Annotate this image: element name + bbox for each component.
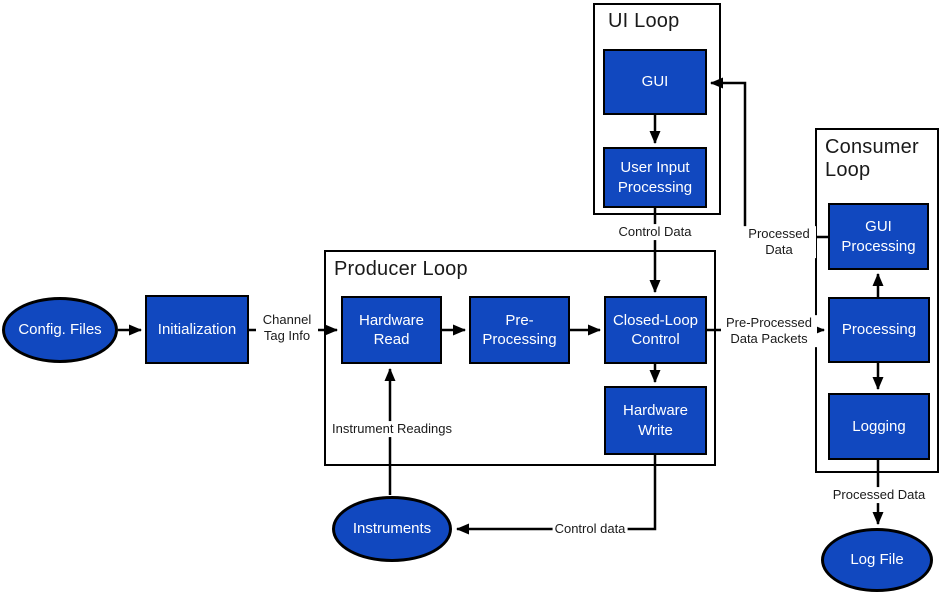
edge-label-channel-tag-info: Channel Tag Info: [256, 312, 318, 344]
producer-loop-title: Producer Loop: [334, 258, 468, 280]
node-hardware-read: Hardware Read: [341, 296, 442, 364]
node-logging: Logging: [828, 393, 930, 460]
node-hardware-write: Hardware Write: [604, 386, 707, 455]
node-gui-processing: GUI Processing: [828, 203, 929, 270]
edge-label-processed-data-lower: Processed Data: [830, 487, 928, 503]
edge-guiprocessing-to-gui: [710, 77, 828, 239]
edge-label-control-data-upper: Control Data: [616, 224, 694, 240]
node-gui: GUI: [603, 49, 707, 115]
node-user-input-processing: User Input Processing: [603, 147, 707, 208]
node-initialization: Initialization: [145, 295, 249, 364]
node-closed-loop-control: Closed-Loop Control: [604, 296, 707, 364]
node-pre-processing: Pre-Processing: [469, 296, 570, 364]
node-log-file: Log File: [821, 528, 933, 592]
consumer-loop-title: Consumer Loop: [825, 136, 919, 181]
edge-hardwarewrite-to-instruments: [456, 455, 657, 535]
edge-label-processed-data-upper: Processed Data: [742, 226, 816, 258]
ui-loop-title: UI Loop: [608, 10, 680, 32]
edge-label-control-data-lower: Control data: [552, 521, 628, 537]
node-processing: Processing: [828, 297, 930, 363]
edge-label-pre-processed-packets: Pre-Processed Data Packets: [721, 315, 817, 347]
node-config-files: Config. Files: [2, 297, 118, 363]
node-instruments: Instruments: [332, 496, 452, 562]
edge-label-instrument-readings: Instrument Readings: [330, 421, 454, 437]
